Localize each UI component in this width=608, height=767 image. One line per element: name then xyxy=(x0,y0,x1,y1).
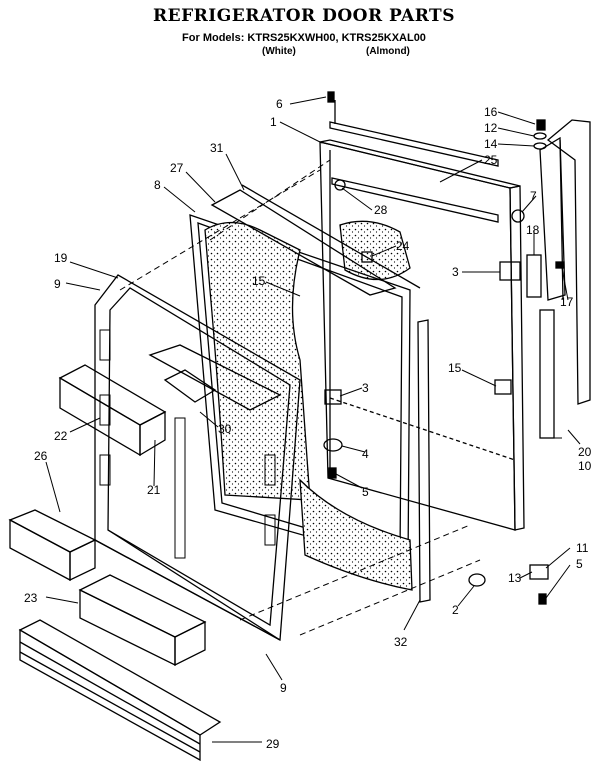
breaker-strip xyxy=(210,184,421,296)
callout-31: 31 xyxy=(210,141,224,155)
callout-9-upper: 9 xyxy=(54,277,61,291)
callout-23: 23 xyxy=(24,591,38,605)
callout-4: 4 xyxy=(362,447,369,461)
callout-24: 24 xyxy=(396,239,410,253)
callout-17: 17 xyxy=(560,295,574,309)
door-gasket xyxy=(189,214,413,591)
callout-2: 2 xyxy=(452,603,459,617)
model-numbers: For Models: KTRS25KXWH00, KTRS25KXAL00 xyxy=(182,32,426,44)
bottom-trim xyxy=(18,619,222,762)
hinge-parts xyxy=(323,119,565,605)
callout-9-lower: 9 xyxy=(280,681,287,695)
callout-26: 26 xyxy=(34,449,48,463)
door-handle xyxy=(539,119,591,405)
callout-12: 12 xyxy=(484,121,498,135)
callout-5-center: 5 xyxy=(362,485,369,499)
callout-10: 10 xyxy=(578,459,592,473)
callout-22: 22 xyxy=(54,429,68,443)
callout-5-right: 5 xyxy=(576,557,583,571)
callout-1: 1 xyxy=(270,115,277,129)
color-white: (White) xyxy=(262,46,296,57)
callout-7: 7 xyxy=(530,189,537,203)
callout-8: 8 xyxy=(154,178,161,192)
callout-30: 30 xyxy=(218,422,232,436)
callout-32: 32 xyxy=(394,635,408,649)
callout-16: 16 xyxy=(484,105,498,119)
callout-21: 21 xyxy=(147,483,161,497)
door-liner xyxy=(94,274,301,642)
callout-13: 13 xyxy=(508,571,522,585)
callout-28: 28 xyxy=(374,203,388,217)
callout-14: 14 xyxy=(484,137,498,151)
callout-11: 11 xyxy=(576,541,589,555)
small-door-bin xyxy=(8,509,97,582)
callout-labels: 6 1 16 12 14 25 31 27 8 7 28 24 18 19 9 … xyxy=(24,97,592,751)
leader-lines xyxy=(45,96,581,743)
callout-29: 29 xyxy=(266,737,280,751)
handle-insert xyxy=(526,254,555,439)
callout-27: 27 xyxy=(170,161,184,175)
color-almond: (Almond) xyxy=(366,46,410,57)
callout-3-right: 3 xyxy=(452,265,459,279)
screw xyxy=(327,91,335,103)
top-trim-strip xyxy=(329,100,499,223)
dispenser-housing xyxy=(148,344,282,411)
callout-15-right: 15 xyxy=(448,361,462,375)
dairy-compartment-door xyxy=(58,364,167,457)
callout-6: 6 xyxy=(276,97,283,111)
large-door-bin xyxy=(78,574,207,667)
callout-25: 25 xyxy=(484,153,498,167)
callout-18: 18 xyxy=(526,223,540,237)
callout-15-left: 15 xyxy=(252,274,266,288)
callout-20: 20 xyxy=(578,445,592,459)
callout-3-center: 3 xyxy=(362,381,369,395)
vertical-trim xyxy=(417,319,431,603)
callout-19: 19 xyxy=(54,251,68,265)
explode-lines xyxy=(119,159,481,636)
diagram-title: REFRIGERATOR DOOR PARTS xyxy=(152,6,455,26)
